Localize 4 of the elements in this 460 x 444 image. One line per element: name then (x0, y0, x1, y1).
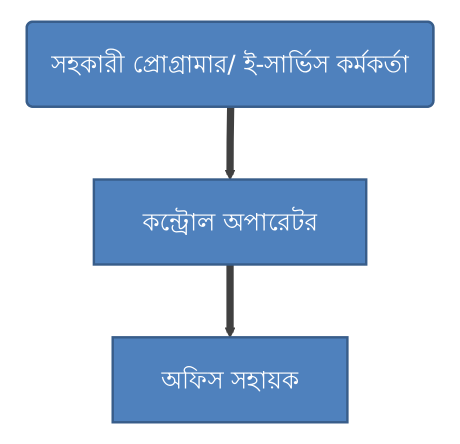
arrow (224, 264, 236, 338)
node-box: কন্ট্রোল অপারেটর (92, 178, 368, 266)
node-box: অফিস সহায়ক (111, 336, 349, 424)
arrow (224, 107, 236, 180)
